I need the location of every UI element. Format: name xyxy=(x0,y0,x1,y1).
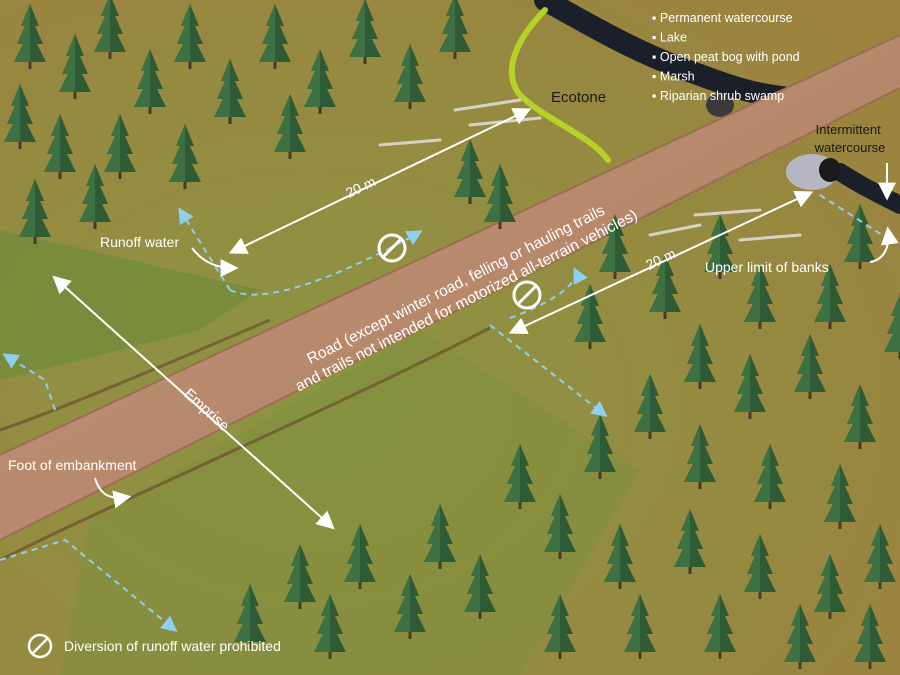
bank-limit-line xyxy=(819,194,891,241)
runoff-water-pointer xyxy=(191,247,239,277)
intermittent-watercourse xyxy=(831,163,900,214)
distance-left-arrow xyxy=(228,108,532,254)
intermittent-line-2: watercourse xyxy=(814,140,886,155)
distance-right-arrow xyxy=(508,190,814,335)
permanent-watercourse xyxy=(534,0,801,109)
runoff-path-lower xyxy=(0,538,178,633)
legend: Diversion of runoff water prohibited xyxy=(27,633,281,659)
measurement-arrows xyxy=(52,108,899,530)
ecotone-line xyxy=(508,7,611,163)
grass-patch-center xyxy=(60,330,640,675)
runoff-path-right-field xyxy=(489,324,608,417)
upper-limit-of-banks-label: Upper limit of banks xyxy=(705,259,829,275)
watercourse-type-item: ▪ Riparian shrub swamp xyxy=(652,89,784,103)
watercourse-type-list: ▪ Permanent watercourse ▪ Lake ▪ Open peat… xyxy=(652,11,800,103)
foot-of-embankment-pointer xyxy=(94,477,132,509)
emprise-arrow xyxy=(52,275,335,530)
watercourse-type-item: ▪ Lake xyxy=(652,31,687,45)
legend-prohibited-icon xyxy=(27,633,53,659)
prohibited-symbol-lower xyxy=(512,280,542,310)
watercourse-type-item: ▪ Marsh xyxy=(652,70,695,84)
intermittent-line-1: Intermittent xyxy=(816,122,881,137)
runoff-water-label: Runoff water xyxy=(100,234,179,250)
prohibited-symbol-upper xyxy=(377,233,407,263)
watercourse-type-item: ▪ Open peat bog with pond xyxy=(652,50,800,64)
foot-of-embankment-label: Foot of embankment xyxy=(8,457,137,473)
legend-text: Diversion of runoff water prohibited xyxy=(64,638,281,654)
culvert-top xyxy=(706,93,734,117)
culvert-opening xyxy=(819,158,841,182)
watercourse-type-item: ▪ Permanent watercourse xyxy=(652,11,793,25)
upper-limit-pointer xyxy=(869,226,899,263)
ecotone-label: Ecotone xyxy=(551,89,606,106)
intermittent-watercourse-label: Intermittent watercourse xyxy=(814,122,886,155)
